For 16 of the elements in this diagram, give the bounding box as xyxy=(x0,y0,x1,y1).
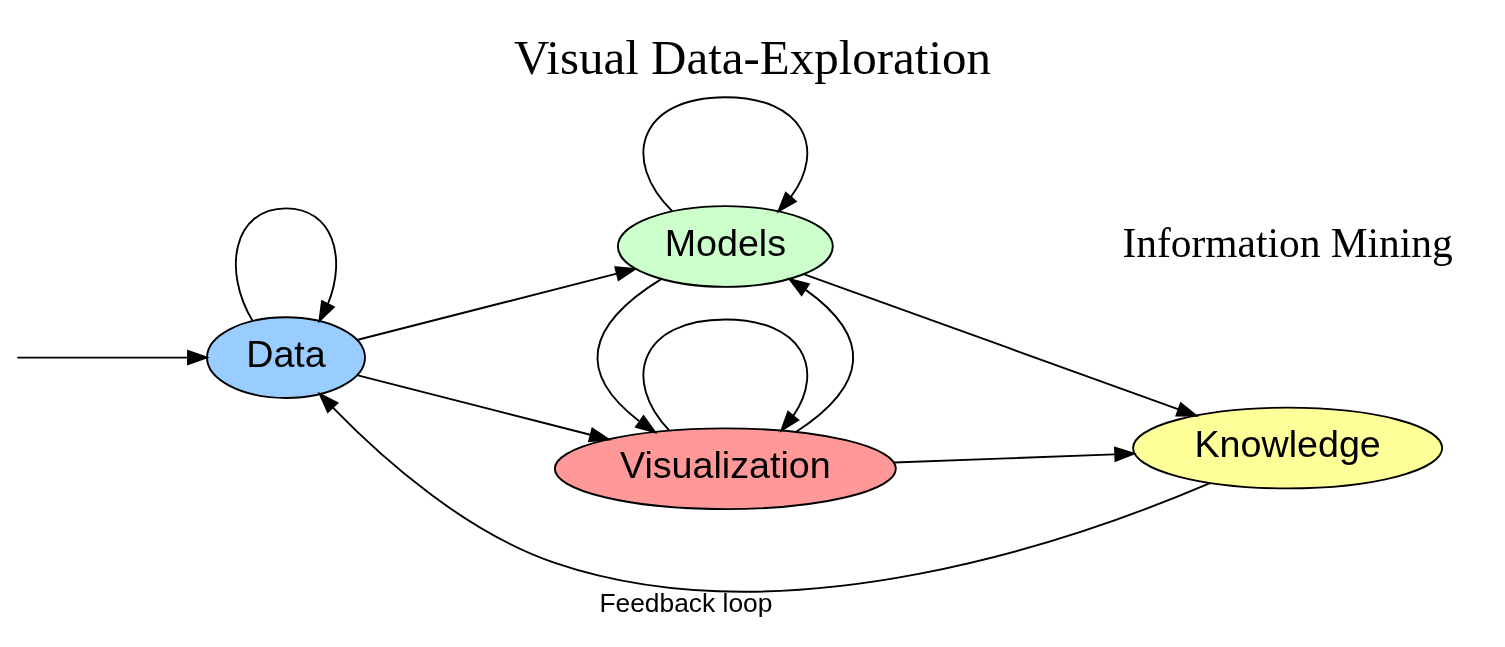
arrow xyxy=(596,278,663,434)
arrow xyxy=(355,374,612,443)
arrow xyxy=(317,391,1212,593)
arrow xyxy=(642,96,809,214)
diagram-title: Visual Data-Exploration xyxy=(513,30,992,86)
arrow xyxy=(787,277,855,434)
arrow xyxy=(235,207,337,324)
arrow xyxy=(802,273,1200,417)
arrow xyxy=(893,446,1137,464)
arrow xyxy=(355,266,638,341)
node-ellipse: Data xyxy=(206,316,366,399)
arrow xyxy=(16,349,210,366)
label: Information Mining xyxy=(1122,220,1453,267)
edge-label: Feedback loop xyxy=(599,588,773,619)
node-ellipse: Knowledge xyxy=(1132,406,1444,490)
arrow xyxy=(642,318,808,433)
